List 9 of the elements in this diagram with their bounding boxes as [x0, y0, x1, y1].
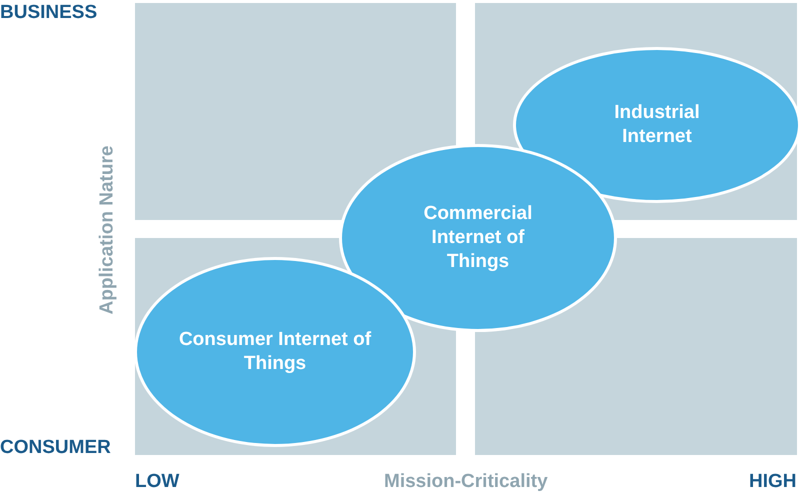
axis-end-label: BUSINESS — [0, 2, 98, 24]
axis-title: Mission-Criticality — [384, 471, 548, 493]
axis-title: Application Nature — [96, 146, 118, 314]
category-label: Commercial Internet of Things — [422, 202, 534, 274]
category-label: Industrial Internet — [613, 101, 701, 149]
axis-end-label: LOW — [135, 471, 180, 493]
axis-end-label: HIGH — [749, 471, 796, 493]
category-label: Consumer Internet of Things — [178, 328, 372, 376]
axis-end-label: CONSUMER — [0, 437, 111, 459]
